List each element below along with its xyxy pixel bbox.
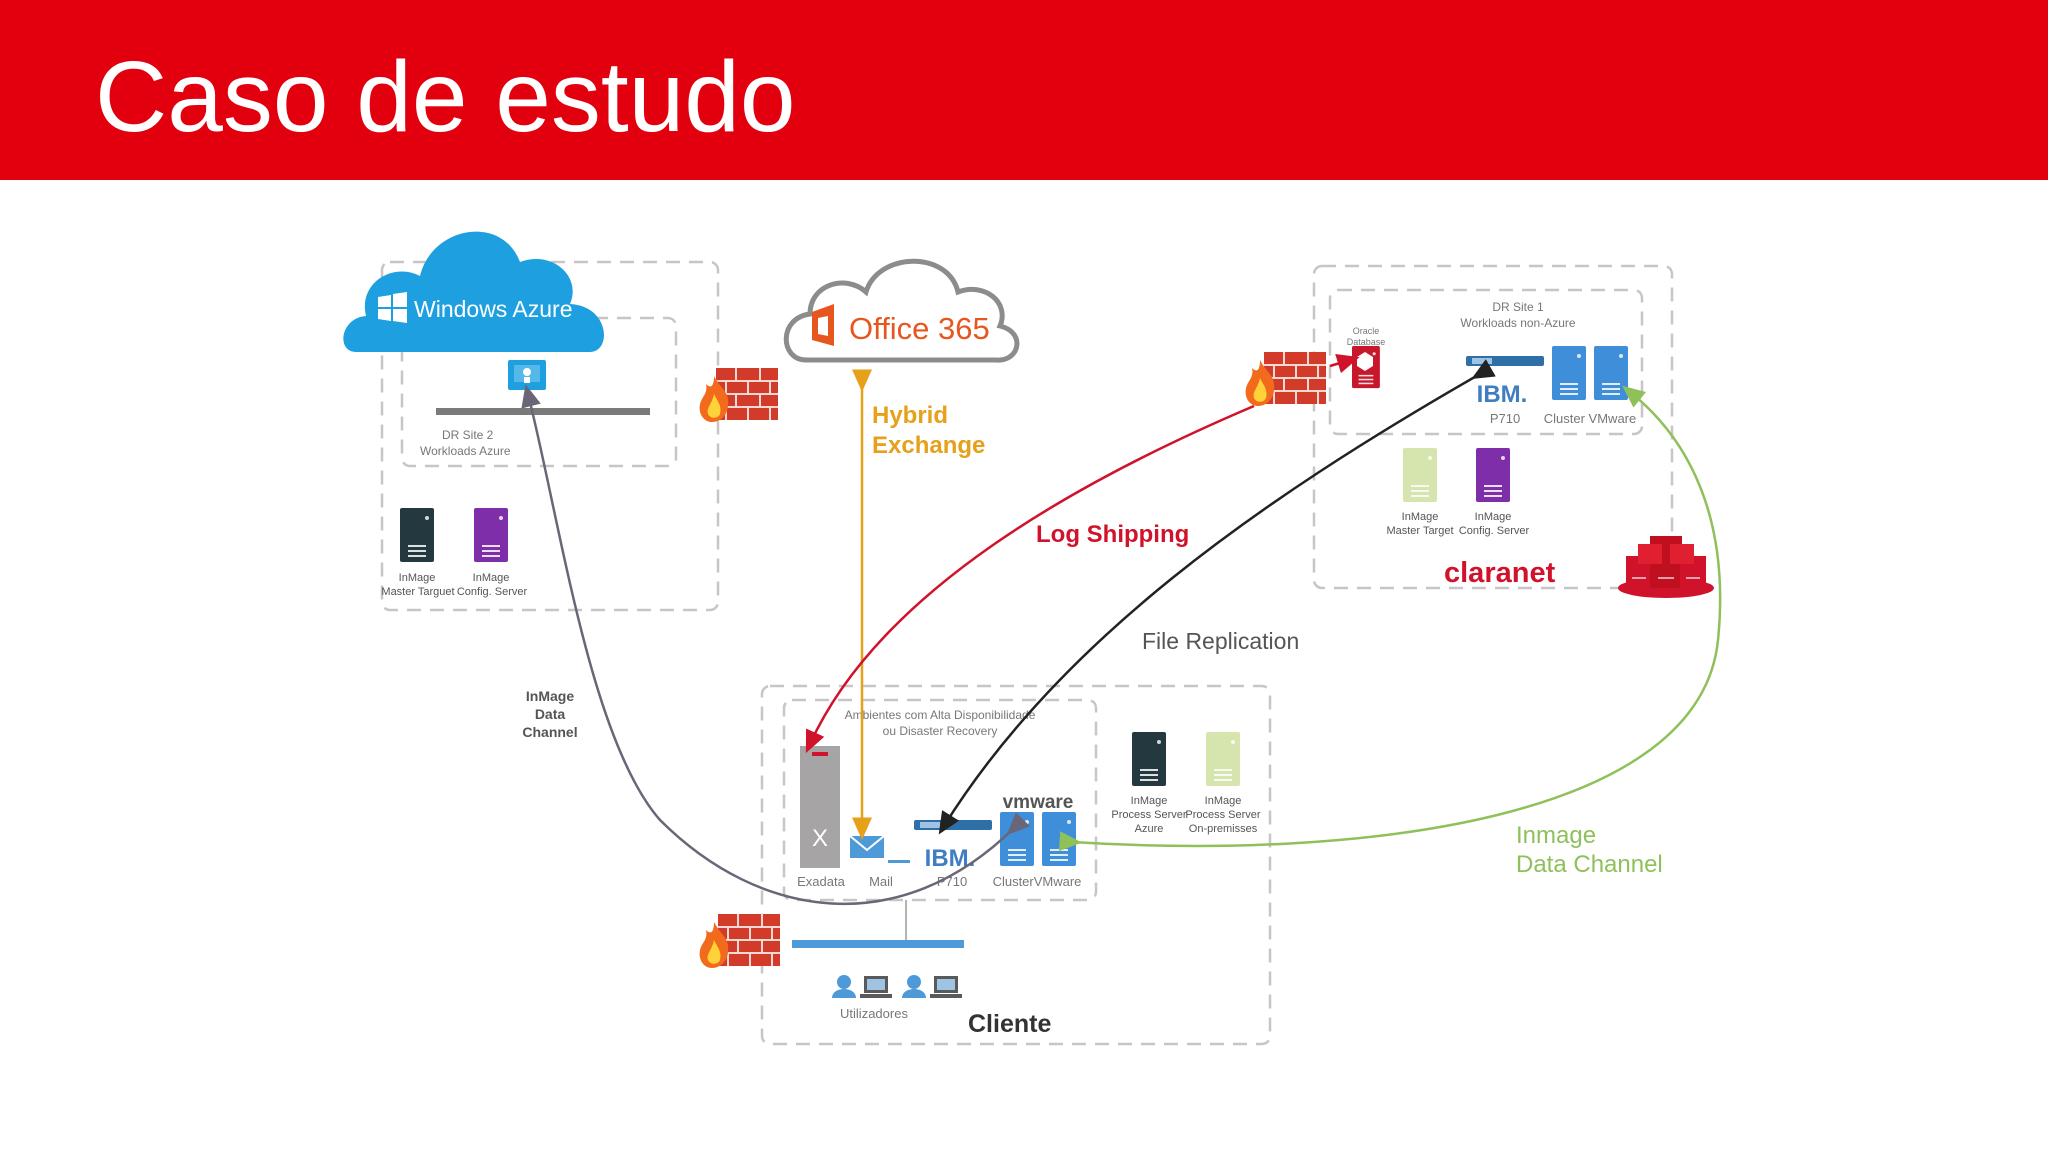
cliente-ha-line2: ou Disaster Recovery — [883, 724, 998, 738]
claranet-cluster-server1-icon — [1551, 345, 1587, 401]
azure-dr-site-line1: DR Site 2 — [442, 428, 494, 442]
cliente-title: Cliente — [968, 1010, 1051, 1038]
exadata-server-icon: X — [800, 746, 840, 868]
claranet-site-group: DR Site 1 Workloads non-Azure Oracle Dat… — [1312, 264, 1674, 590]
ps-onprem-line3: On-premisses — [1189, 823, 1258, 835]
ps-azure-line3: Azure — [1135, 823, 1164, 835]
users-icon — [832, 975, 962, 998]
claranet-config-server-icon — [1475, 447, 1511, 503]
azure-server1-line2: Master Targuet — [381, 586, 454, 598]
process-server-azure-icon — [1131, 731, 1167, 787]
users-label: Utilizadores — [840, 1006, 908, 1021]
claranet-server1-line2: Master Target — [1386, 525, 1453, 537]
azure-server2-line1: InMage — [473, 572, 510, 584]
azure-vm-monitor-icon — [508, 360, 546, 390]
log-shipping-to-oracle-line — [1329, 354, 1360, 374]
ps-onprem-line1: InMage — [1205, 795, 1242, 807]
azure-config-server-icon — [473, 507, 509, 563]
inmage-left-label-line3: Channel — [522, 724, 577, 740]
oracle-label-line2: Database — [1347, 337, 1386, 347]
cliente-ha-line1: Ambientes com Alta Disponibilidade — [845, 708, 1036, 722]
azure-dr-site-line2: Workloads Azure — [420, 444, 511, 458]
claranet-ibm-server-icon — [1466, 356, 1544, 366]
cliente-cluster-server2-icon — [1041, 811, 1077, 867]
azure-network-bar — [436, 408, 650, 415]
inmage-data-channel-left-line — [521, 384, 1030, 906]
inmage-left-label-line1: InMage — [526, 688, 574, 704]
ps-onprem-line2: Process Server — [1185, 809, 1261, 821]
windows-azure-label: Windows Azure — [414, 296, 573, 322]
claranet-p710-label: P710 — [1490, 411, 1520, 426]
claranet-cluster-server2-icon — [1593, 345, 1629, 401]
cliente-ibm-label: IBM. — [925, 845, 976, 872]
office-logo-icon — [812, 304, 834, 346]
oracle-label-line1: Oracle — [1353, 326, 1380, 336]
firewall-cliente-icon — [699, 913, 781, 968]
claranet-server1-line1: InMage — [1402, 511, 1439, 523]
process-server-onprem-icon — [1205, 731, 1241, 787]
azure-server2-line2: Config. Server — [457, 586, 528, 598]
cliente-ibm-server-icon — [914, 820, 992, 830]
ps-azure-line1: InMage — [1131, 795, 1168, 807]
svg-text:X: X — [812, 825, 828, 852]
hybrid-exchange-label-line2: Exchange — [872, 432, 985, 459]
azure-site-group: Windows Azure DR Site 2 Workloads Azure … — [343, 231, 720, 612]
mail-label: Mail — [869, 874, 893, 889]
office-365-cloud: Office 365 — [783, 258, 1020, 363]
inmage-right-label-line1: Inmage — [1516, 822, 1596, 849]
claranet-server2-line1: InMage — [1475, 511, 1512, 523]
cliente-site-group: Ambientes com Alta Disponibilidade ou Di… — [760, 684, 1272, 1046]
mail-icon — [849, 835, 910, 863]
claranet-dr-site-line1: DR Site 1 — [1492, 300, 1544, 314]
file-replication-label: File Replication — [1142, 628, 1299, 654]
claranet-master-target-server-icon — [1402, 447, 1438, 503]
cliente-cluster-server1-icon — [999, 811, 1035, 867]
firewall-claranet-icon — [1245, 351, 1327, 406]
ps-azure-line2: Process Server — [1111, 809, 1187, 821]
oracle-database-icon — [1351, 345, 1381, 389]
azure-server1-line1: InMage — [399, 572, 436, 584]
vmware-logo-label: vmware — [1003, 792, 1074, 813]
inmage-data-channel-right-line — [1058, 385, 1722, 852]
claranet-server2-line2: Config. Server — [1459, 525, 1530, 537]
inmage-right-label-line2: Data Channel — [1516, 851, 1663, 878]
hybrid-exchange-label-line1: Hybrid — [872, 402, 948, 429]
windows-azure-cloud: Windows Azure — [343, 231, 604, 352]
claranet-cluster-label: Cluster VMware — [1544, 411, 1636, 426]
inmage-left-label-line2: Data — [535, 706, 566, 722]
azure-master-target-server-icon — [399, 507, 435, 563]
claranet-brand-label: claranet — [1444, 557, 1556, 589]
office-365-label: Office 365 — [849, 311, 990, 346]
cliente-cluster-label: ClusterVMware — [993, 874, 1082, 889]
claranet-ibm-label: IBM. — [1477, 381, 1528, 408]
exadata-label: Exadata — [797, 874, 845, 889]
firewall-azure-icon — [699, 367, 779, 422]
claranet-datacenter-icon — [1618, 536, 1714, 598]
page-title: Caso de estudo — [95, 41, 796, 153]
windows-logo-icon — [378, 292, 407, 323]
header-bar: Caso de estudo — [0, 0, 2048, 180]
log-shipping-label: Log Shipping — [1036, 521, 1189, 548]
cliente-network-bar — [792, 940, 964, 948]
claranet-dr-site-line2: Workloads non-Azure — [1460, 316, 1575, 330]
